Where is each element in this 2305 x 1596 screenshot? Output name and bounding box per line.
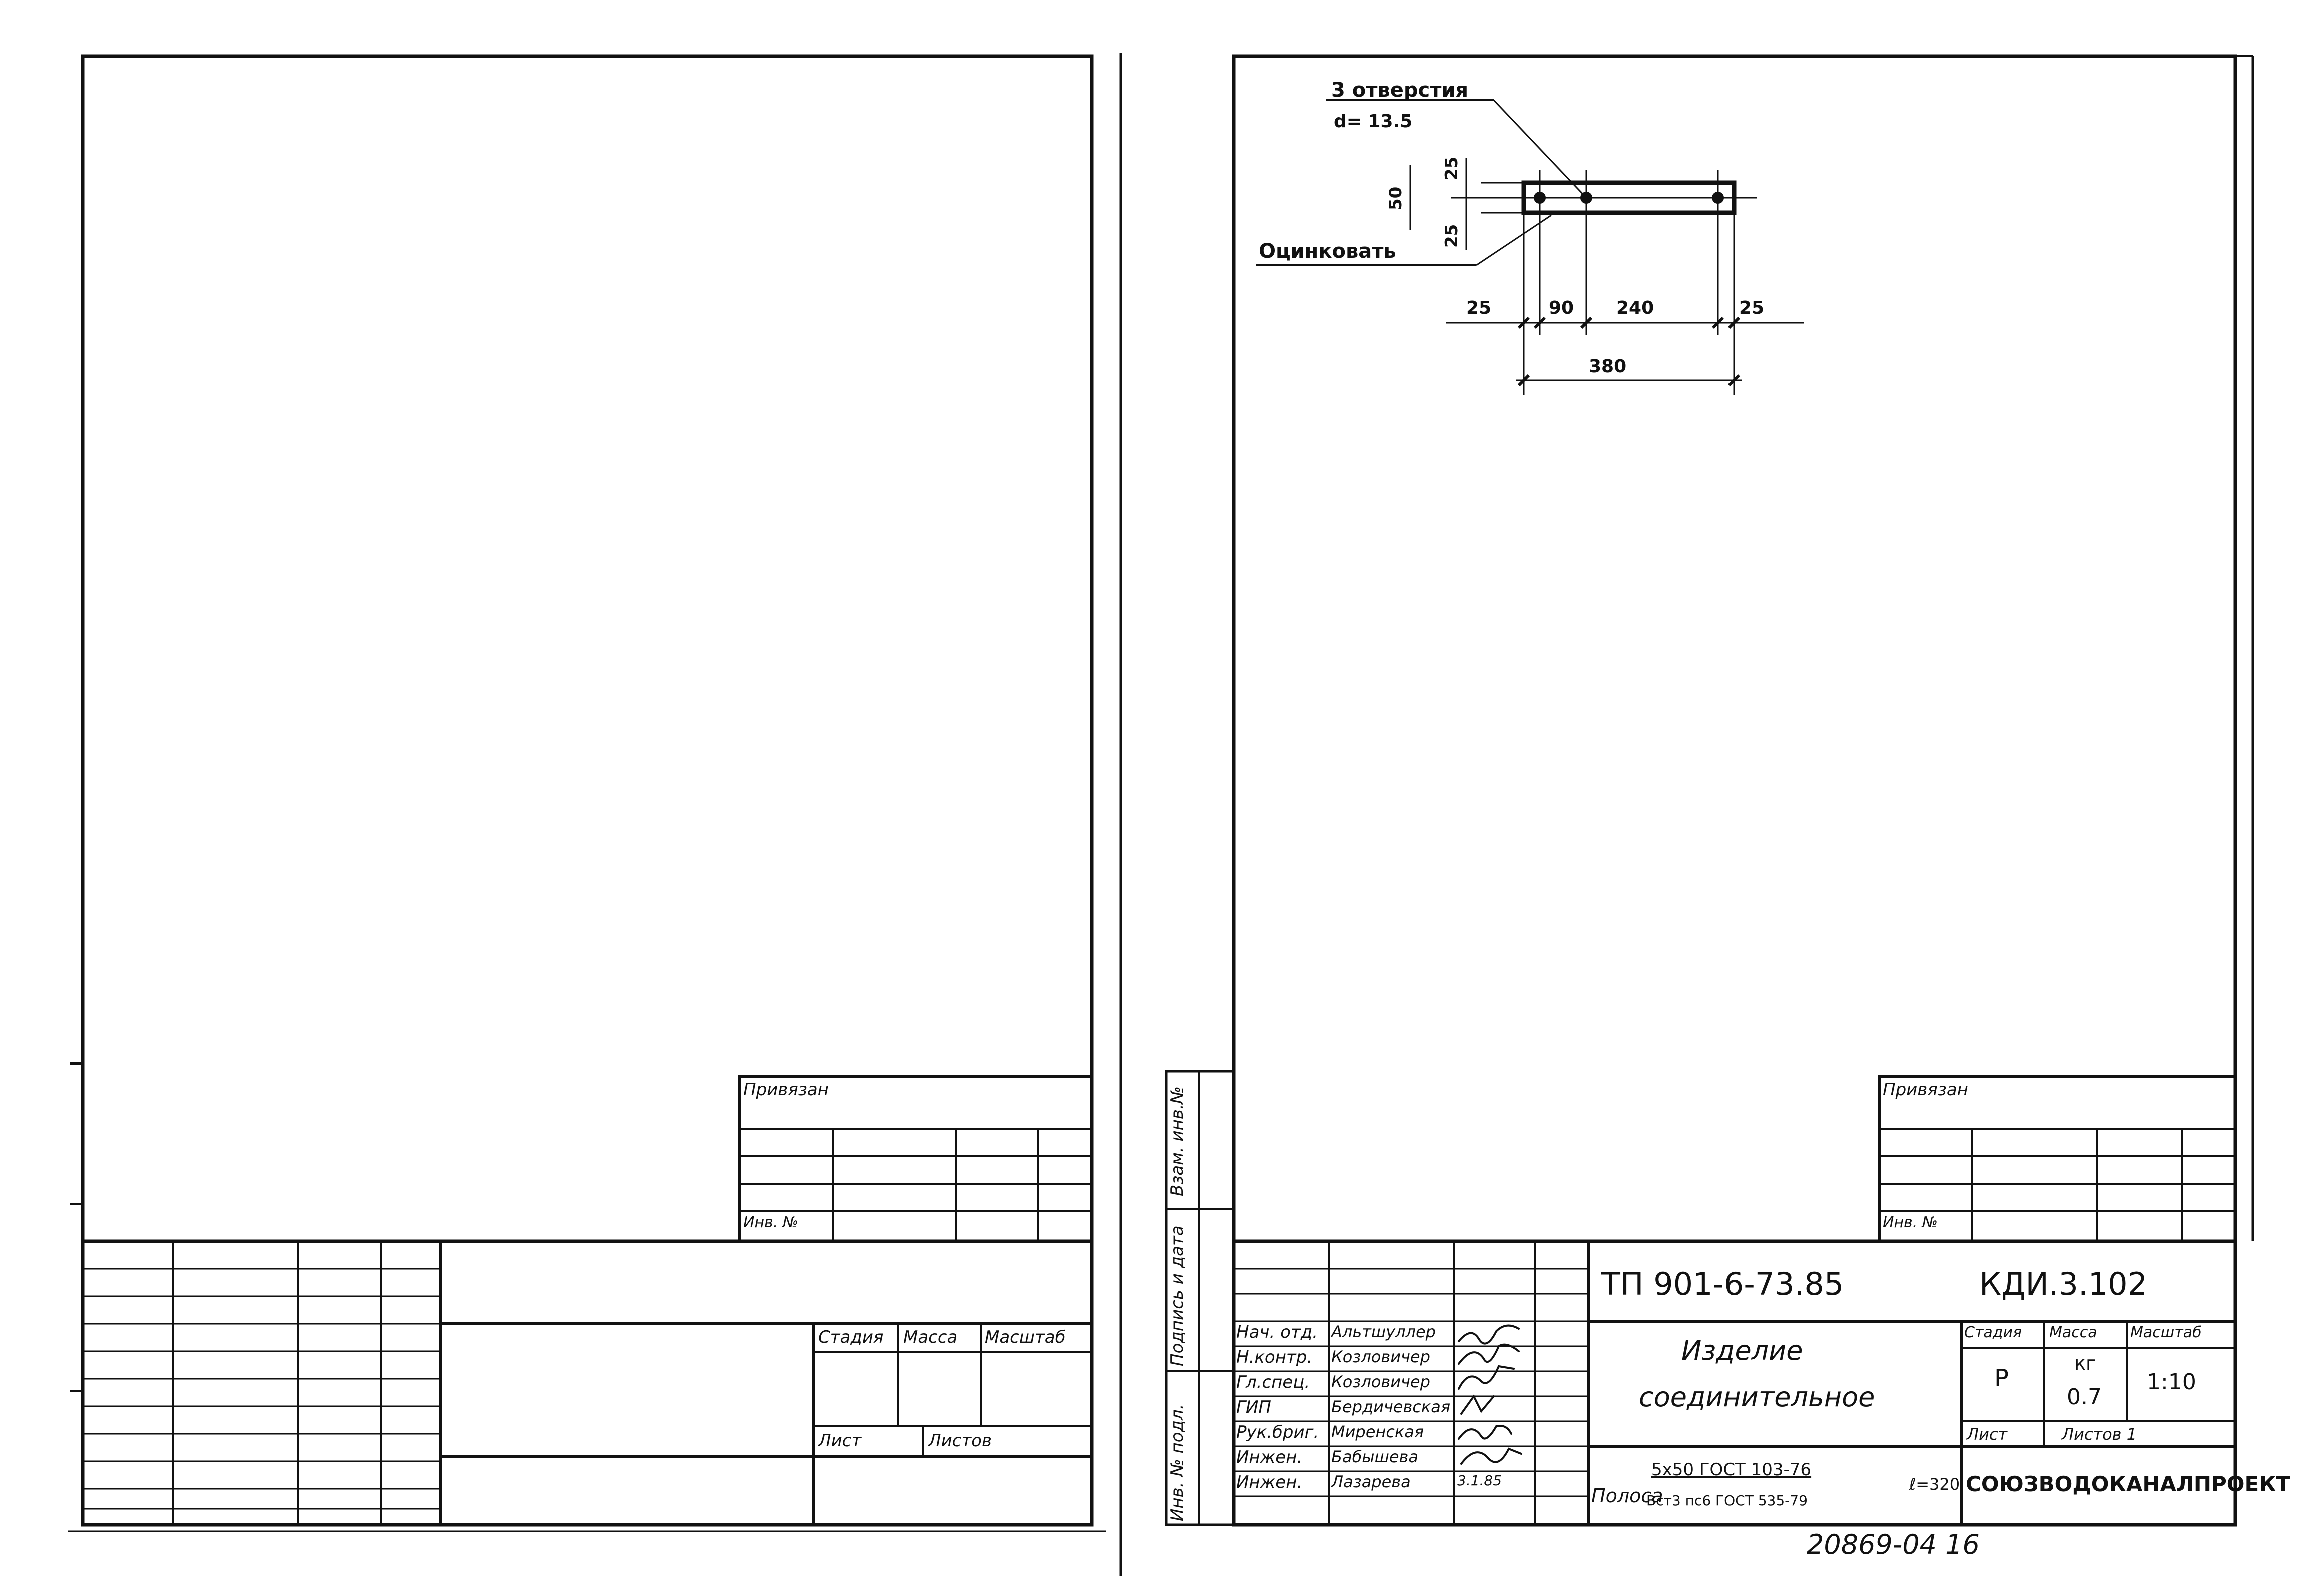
length-value: ℓ=320 xyxy=(1909,1475,1960,1494)
sig-name-2: Козловичер xyxy=(1331,1347,1430,1366)
part-drawing xyxy=(1256,99,1804,395)
dim-25-right: 25 xyxy=(1739,298,1765,318)
sig-role-5: Рук.бриг. xyxy=(1236,1422,1319,1442)
dim-25-left: 25 xyxy=(1466,298,1492,318)
scale-value: 1:10 xyxy=(2147,1369,2196,1395)
doc-designation: КДИ.3.102 xyxy=(1979,1266,2148,1302)
left-sheet-label: Лист xyxy=(818,1431,862,1451)
holes-label: 3 отверстия xyxy=(1331,79,1469,102)
right-privyazan-label: Привязан xyxy=(1883,1080,1968,1100)
left-mass-header: Масса xyxy=(903,1327,958,1347)
left-sheets-label: Листов xyxy=(928,1431,992,1451)
right-inv-no-label: Инв. № xyxy=(1883,1214,1938,1231)
dim-380: 380 xyxy=(1589,356,1627,377)
left-scale-header: Масштаб xyxy=(985,1327,1066,1347)
sig-name-1: Альтшуллер xyxy=(1331,1322,1436,1341)
sign-date-last: 3.1.85 xyxy=(1457,1472,1502,1489)
archive-number: 20869-04 16 xyxy=(1807,1529,1980,1560)
material-bottom: Вст3 пс6 ГОСТ 535-79 xyxy=(1646,1492,1808,1509)
stage-value: Р xyxy=(1994,1364,2009,1392)
sig-role-4: ГИП xyxy=(1236,1397,1271,1417)
mass-value: 0.7 xyxy=(2067,1384,2102,1410)
sig-role-6: Инжен. xyxy=(1236,1447,1303,1467)
left-privyazan-label: Привязан xyxy=(743,1080,829,1100)
sig-role-7: Инжен. xyxy=(1236,1472,1303,1492)
sig-name-4: Бердичевская xyxy=(1331,1397,1451,1416)
material-top: 5х50 ГОСТ 103-76 xyxy=(1651,1460,1812,1480)
left-sheet-frame xyxy=(81,54,1094,1527)
dim-240: 240 xyxy=(1616,298,1654,318)
sig-role-3: Гл.спец. xyxy=(1236,1372,1310,1392)
title-line-2: соединительное xyxy=(1639,1381,1875,1413)
doc-code: ТП 901-6-73.85 xyxy=(1601,1266,1844,1302)
dim-90: 90 xyxy=(1549,298,1574,318)
right-mass-header: Масса xyxy=(2049,1324,2097,1341)
title-line-1: Изделие xyxy=(1681,1335,1803,1366)
right-sheet-label: Лист xyxy=(1967,1425,2008,1444)
zinc-note: Оцинковать xyxy=(1259,240,1396,263)
hole-diameter-label: d= 13.5 xyxy=(1334,111,1413,132)
sig-name-5: Миренская xyxy=(1331,1422,1424,1441)
sig-role-1: Нач. отд. xyxy=(1236,1322,1318,1342)
left-inv-no-label: Инв. № xyxy=(743,1214,799,1231)
sig-name-7: Лазарева xyxy=(1331,1472,1411,1491)
right-scale-header: Масштаб xyxy=(2130,1324,2202,1341)
sig-name-3: Козловичер xyxy=(1331,1372,1430,1391)
sig-role-2: Н.контр. xyxy=(1236,1347,1313,1367)
right-sheet-frame xyxy=(1232,54,2237,1527)
mass-unit: кг xyxy=(2074,1352,2096,1374)
right-sheets-label: Листов 1 xyxy=(2062,1425,2137,1444)
sig-name-6: Бабышева xyxy=(1331,1447,1418,1466)
material-prefix: Полоса xyxy=(1591,1485,1663,1507)
left-stage-header: Стадия xyxy=(818,1327,884,1347)
organization: СОЮЗВОДОКАНАЛПРОЕКТ xyxy=(1966,1472,2291,1496)
right-stage-header: Стадия xyxy=(1964,1324,2022,1341)
